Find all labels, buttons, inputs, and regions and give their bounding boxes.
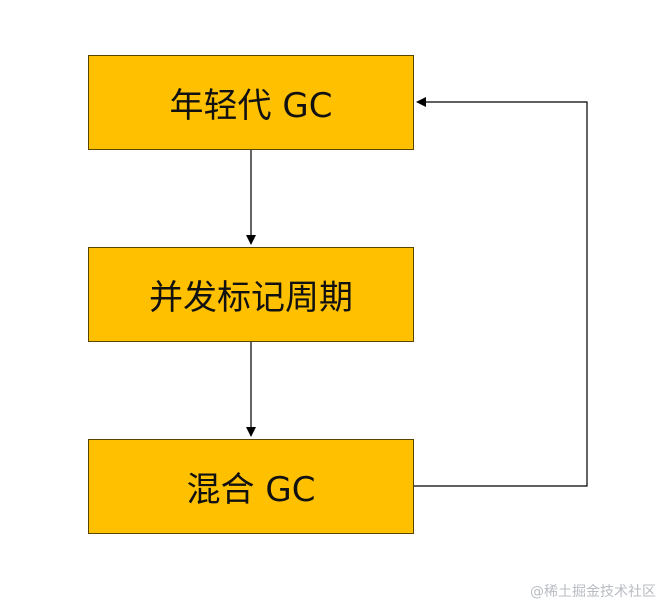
node-concurrent-marking: 并发标记周期 — [88, 247, 414, 342]
node-young-gc-label: 年轻代 GC — [169, 86, 333, 126]
watermark: @稀土掘金技术社区 — [530, 584, 656, 600]
node-young-gc: 年轻代 GC — [88, 55, 414, 150]
node-mixed-gc-label: 混合 GC — [186, 470, 316, 510]
node-mixed-gc: 混合 GC — [88, 439, 414, 534]
edge-mixed-gc-to-young-gc — [414, 97, 588, 487]
node-concurrent-marking-label: 并发标记周期 — [149, 278, 353, 318]
